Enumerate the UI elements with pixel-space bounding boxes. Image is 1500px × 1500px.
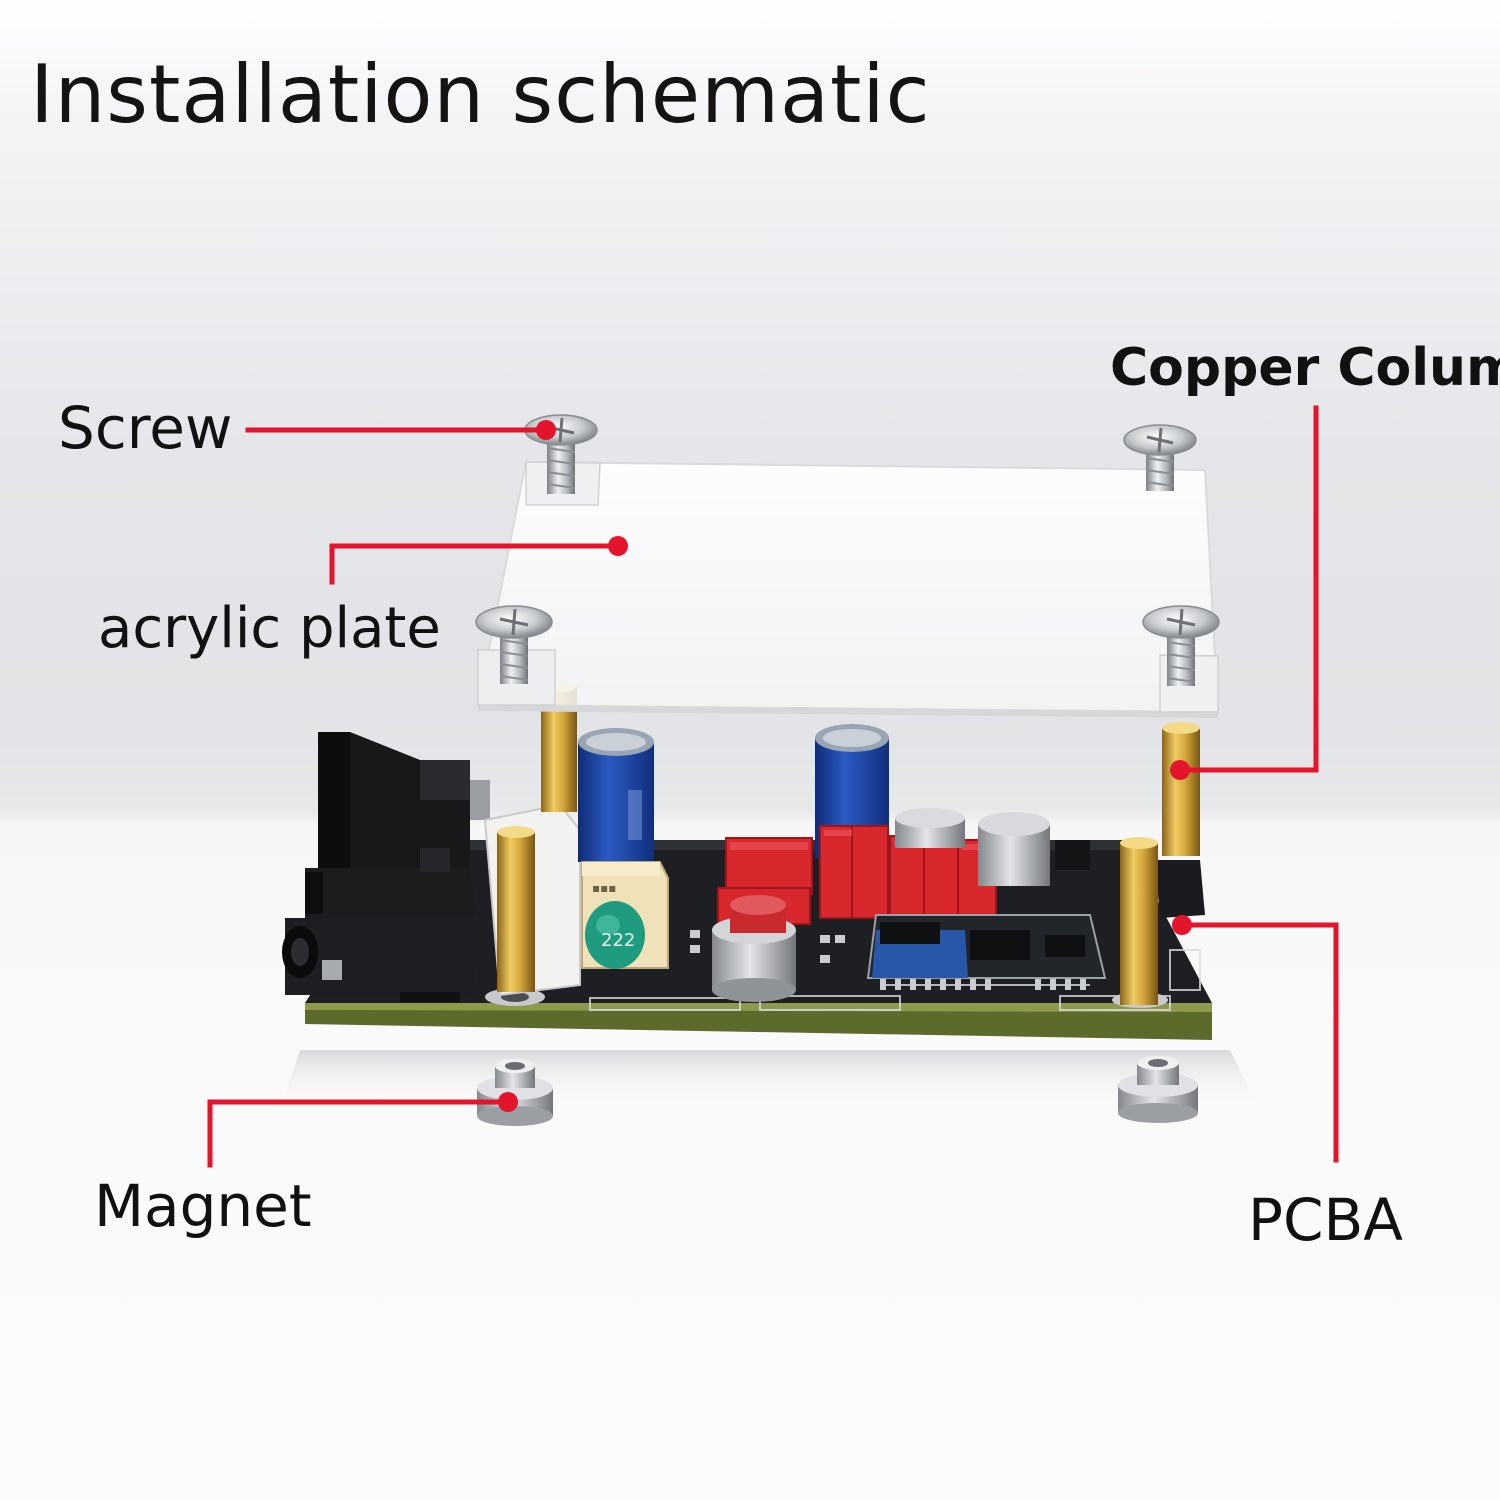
copper-column-front-right — [1120, 837, 1158, 1005]
acrylic-plate-leader — [329, 543, 619, 585]
ceramic-capacitor-marking: 222 — [601, 930, 635, 951]
leader-dots — [498, 420, 1192, 1112]
screw-front-left — [475, 605, 553, 684]
screw-front-right — [1142, 605, 1220, 686]
leader-lines — [207, 405, 1339, 1168]
label-pcba: PCBA — [1248, 1186, 1403, 1254]
label-screw: Screw — [58, 394, 233, 462]
power-jack — [318, 732, 490, 880]
page-title: Installation schematic — [30, 48, 931, 141]
magnet-right — [1118, 1056, 1198, 1123]
audio-jack-top — [305, 848, 475, 918]
screw-back-right — [1123, 424, 1197, 491]
magnet-leader — [207, 1099, 511, 1168]
svg-text:▪▪▪: ▪▪▪ — [592, 881, 616, 895]
pcba-leader — [1179, 922, 1339, 1163]
green-ceramic-capacitor: 222 — [585, 901, 645, 969]
copper-column-leader — [1177, 405, 1319, 773]
blue-capacitor-left — [578, 728, 654, 862]
copper-column-back-right — [1162, 722, 1200, 856]
copper-column-front-left — [497, 826, 535, 992]
label-magnet: Magnet — [94, 1172, 312, 1240]
bluetooth-module — [866, 914, 1107, 979]
right-connector — [1155, 860, 1205, 918]
black-bracket — [1055, 840, 1090, 870]
acrylic-plate — [476, 460, 1220, 718]
aluminium-capacitor-back — [895, 808, 1050, 886]
small-red-capacitor — [730, 895, 786, 933]
label-acrylic-plate: acrylic plate — [98, 596, 441, 661]
label-copper-column: Copper Column — [1110, 338, 1500, 398]
audio-jack-bottom — [282, 918, 475, 1002]
